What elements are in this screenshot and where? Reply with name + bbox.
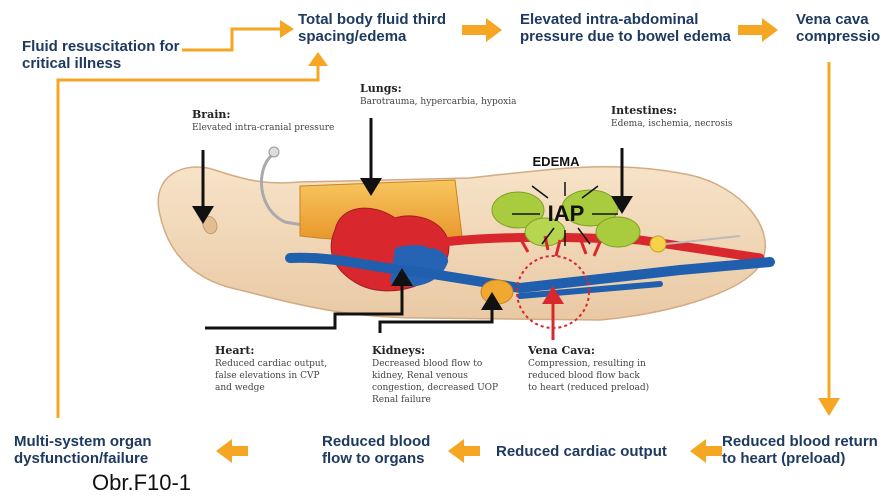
edema-label: EDEMA bbox=[533, 154, 581, 169]
flow-vena-cava-compression-line-1: Vena cava bbox=[796, 11, 881, 28]
kidneys-title: Kidneys: bbox=[372, 344, 425, 357]
intestines-desc-line-1: Edema, ischemia, necrosis bbox=[611, 118, 732, 130]
flow-reduced-output: Reduced cardiac output bbox=[496, 443, 667, 460]
flow-vena-cava-compression-line-2: compression bbox=[796, 28, 881, 45]
flow-reduced-return-line-1: Reduced blood return bbox=[722, 433, 878, 450]
flow-reduced-return: Reduced blood return to heart (preload) bbox=[722, 433, 878, 467]
figure-caption: Obr.F10-1 bbox=[92, 470, 191, 496]
kidneys-desc-line-3: congestion, decreased UOP bbox=[372, 382, 498, 394]
heart-desc: Reduced cardiac output, false elevations… bbox=[215, 358, 327, 394]
flow-multi-system-line-2: dysfunction/failure bbox=[14, 450, 152, 467]
flow-connector-1 bbox=[182, 29, 280, 50]
bowel-loop-3 bbox=[596, 217, 640, 247]
lungs-desc: Barotrauma, hypercarbia, hypoxia bbox=[360, 96, 517, 108]
flow-arrow-bottom-2 bbox=[448, 439, 480, 463]
vena-cava-desc: Compression, resulting in reduced blood … bbox=[528, 358, 649, 394]
flow-fluid-resuscitation-line-2: critical illness bbox=[22, 55, 180, 72]
intestines-desc: Edema, ischemia, necrosis bbox=[611, 118, 732, 130]
catheter-bulb bbox=[650, 236, 666, 252]
flow-third-spacing-line-2: spacing/edema bbox=[298, 28, 446, 45]
heart-desc-line-1: Reduced cardiac output, bbox=[215, 358, 327, 370]
brain-desc: Elevated intra-cranial pressure bbox=[192, 122, 334, 134]
iap-label: IAP bbox=[548, 201, 585, 226]
flow-reduced-flow: Reduced blood flow to organs bbox=[322, 433, 430, 467]
flow-reduced-flow-line-1: Reduced blood bbox=[322, 433, 430, 450]
heart-title: Heart: bbox=[215, 344, 254, 357]
flow-arrow-bottom-1 bbox=[690, 439, 722, 463]
flow-elevated-iap: Elevated intra-abdominal pressure due to… bbox=[520, 11, 731, 45]
flow-fluid-resuscitation: Fluid resuscitation for critical illness bbox=[22, 38, 180, 72]
flow-arrow-2 bbox=[462, 18, 502, 42]
vena-cava-desc-line-3: to heart (reduced preload) bbox=[528, 382, 649, 394]
kidneys-desc-line-4: Renal failure bbox=[372, 394, 498, 406]
heart-desc-line-3: and wedge bbox=[215, 382, 327, 394]
brain-title: Brain: bbox=[192, 108, 230, 121]
flow-arrowhead-up bbox=[308, 52, 328, 66]
body-illustration: EDEMA IAP bbox=[158, 147, 770, 328]
brain-desc-line-1: Elevated intra-cranial pressure bbox=[192, 122, 334, 134]
flow-arrow-3 bbox=[738, 18, 778, 42]
flow-arrowhead-down bbox=[818, 398, 840, 416]
tube-valve bbox=[269, 147, 279, 157]
flow-third-spacing: Total body fluid third spacing/edema bbox=[298, 11, 446, 45]
vena-cava-desc-line-2: reduced blood flow back bbox=[528, 370, 649, 382]
kidneys-desc-line-1: Decreased blood flow to bbox=[372, 358, 498, 370]
flow-multi-system-line-1: Multi-system organ bbox=[14, 433, 152, 450]
flow-fluid-resuscitation-line-1: Fluid resuscitation for bbox=[22, 38, 180, 55]
flow-third-spacing-line-1: Total body fluid third bbox=[298, 11, 446, 28]
flow-arrowhead-1 bbox=[280, 20, 294, 38]
intestines-title: Intestines: bbox=[611, 104, 677, 117]
flow-reduced-flow-line-2: flow to organs bbox=[322, 450, 430, 467]
vena-cava-desc-line-1: Compression, resulting in bbox=[528, 358, 649, 370]
vena-cava-title: Vena Cava: bbox=[528, 344, 595, 357]
lungs-desc-line-1: Barotrauma, hypercarbia, hypoxia bbox=[360, 96, 517, 108]
flow-elevated-iap-line-2: pressure due to bowel edema bbox=[520, 28, 731, 45]
heart-desc-line-2: false elevations in CVP bbox=[215, 370, 327, 382]
flow-elevated-iap-line-1: Elevated intra-abdominal bbox=[520, 11, 731, 28]
lungs-title: Lungs: bbox=[360, 82, 402, 95]
kidneys-desc-line-2: kidney, Renal venous bbox=[372, 370, 498, 382]
kidneys-desc: Decreased blood flow to kidney, Renal ve… bbox=[372, 358, 498, 406]
flow-vena-cava-compression: Vena cava compression bbox=[796, 11, 881, 45]
flow-arrow-bottom-3 bbox=[216, 439, 248, 463]
flow-reduced-output-text: Reduced cardiac output bbox=[496, 443, 667, 460]
flow-multi-system: Multi-system organ dysfunction/failure bbox=[14, 433, 152, 467]
flow-reduced-return-line-2: to heart (preload) bbox=[722, 450, 878, 467]
